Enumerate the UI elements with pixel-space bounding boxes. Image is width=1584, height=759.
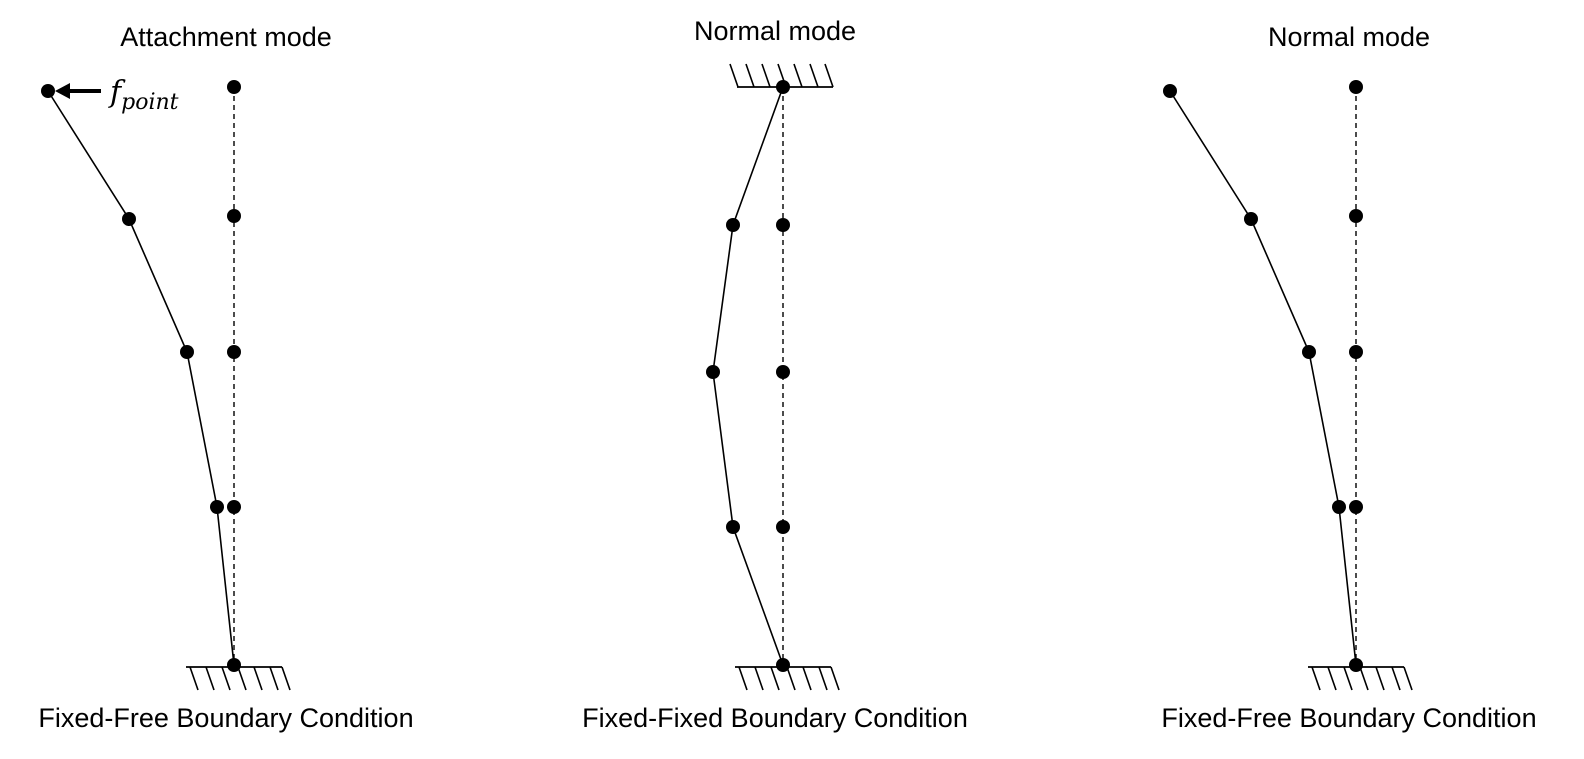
panel-2-deformed-nodes: [706, 218, 740, 534]
force-subscript: point: [121, 90, 179, 115]
support-hatch: [802, 666, 812, 691]
panel-normal-mode-fixed-free: Normal mode Fixed-Free Boundary: [1161, 22, 1536, 733]
panel-attachment-mode: Attachment mode: [38, 22, 413, 733]
panel-3-deformed-shape: [1169, 90, 1357, 666]
support-hatch: [770, 666, 780, 691]
support-hatch: [1311, 666, 1321, 691]
support-hatch: [1327, 666, 1337, 691]
panel-1-reference-nodes: [227, 80, 241, 672]
reference-node: [776, 520, 790, 534]
support-hatch: [1359, 666, 1369, 691]
fixed-node: [776, 80, 790, 94]
support-hatch: [818, 666, 828, 691]
panel-3-title: Normal mode: [1268, 22, 1430, 52]
reference-node: [227, 80, 241, 94]
panel-1-caption: Fixed-Free Boundary Condition: [38, 703, 413, 733]
support-hatch: [738, 666, 748, 691]
support-hatch: [253, 666, 263, 691]
point-force-label: fpoint: [108, 75, 179, 115]
panel-2-reference-nodes: [776, 80, 790, 672]
point-force-arrow: [55, 83, 101, 99]
support-hatch: [786, 666, 796, 691]
support-hatch: [824, 63, 834, 88]
reference-node: [227, 500, 241, 514]
deformed-node: [726, 218, 740, 232]
deformed-node: [706, 365, 720, 379]
panel-1-title: Attachment mode: [120, 22, 332, 52]
support-hatch: [281, 666, 291, 691]
force-arrow-head: [55, 83, 70, 99]
support-hatch: [761, 63, 771, 88]
reference-node: [1349, 345, 1363, 359]
panel-1-deformed-shape: [47, 90, 235, 666]
panel-3-reference-nodes: [1349, 80, 1363, 672]
support-hatch: [269, 666, 279, 691]
support-hatch: [745, 63, 755, 88]
support-hatch: [237, 666, 247, 691]
reference-node: [776, 218, 790, 232]
support-hatch: [729, 63, 739, 88]
deformed-node: [41, 84, 55, 98]
reference-node: [227, 209, 241, 223]
deformed-node: [1332, 500, 1346, 514]
support-hatch: [793, 63, 803, 88]
deformed-node: [210, 500, 224, 514]
panel-2-title: Normal mode: [694, 16, 856, 46]
panel-2-caption: Fixed-Fixed Boundary Condition: [582, 703, 968, 733]
support-hatch: [809, 63, 819, 88]
support-hatch: [189, 666, 199, 691]
reference-node: [776, 365, 790, 379]
deformed-node: [1302, 345, 1316, 359]
deformed-node: [1244, 212, 1258, 226]
support-hatch: [1343, 666, 1353, 691]
reference-node: [1349, 80, 1363, 94]
support-hatch: [205, 666, 215, 691]
support-hatch: [1403, 666, 1413, 691]
deformed-node: [180, 345, 194, 359]
reference-node: [227, 345, 241, 359]
fixed-node: [1349, 658, 1363, 672]
deformed-node: [122, 212, 136, 226]
panel-2-deformed-shape: [712, 86, 784, 666]
panel-1-deformed-nodes: [41, 84, 224, 514]
support-hatch: [1375, 666, 1385, 691]
support-hatch: [830, 666, 840, 691]
deformed-node: [726, 520, 740, 534]
panel-3-caption: Fixed-Free Boundary Condition: [1161, 703, 1536, 733]
fixed-node: [227, 658, 241, 672]
deformed-node: [1163, 84, 1177, 98]
reference-node: [1349, 500, 1363, 514]
support-hatch: [221, 666, 231, 691]
support-hatch: [1391, 666, 1401, 691]
panel-normal-mode-fixed-fixed: Normal mode: [582, 16, 968, 733]
support-hatch: [754, 666, 764, 691]
fixed-node: [776, 658, 790, 672]
panel-3-deformed-nodes: [1163, 84, 1346, 514]
reference-node: [1349, 209, 1363, 223]
